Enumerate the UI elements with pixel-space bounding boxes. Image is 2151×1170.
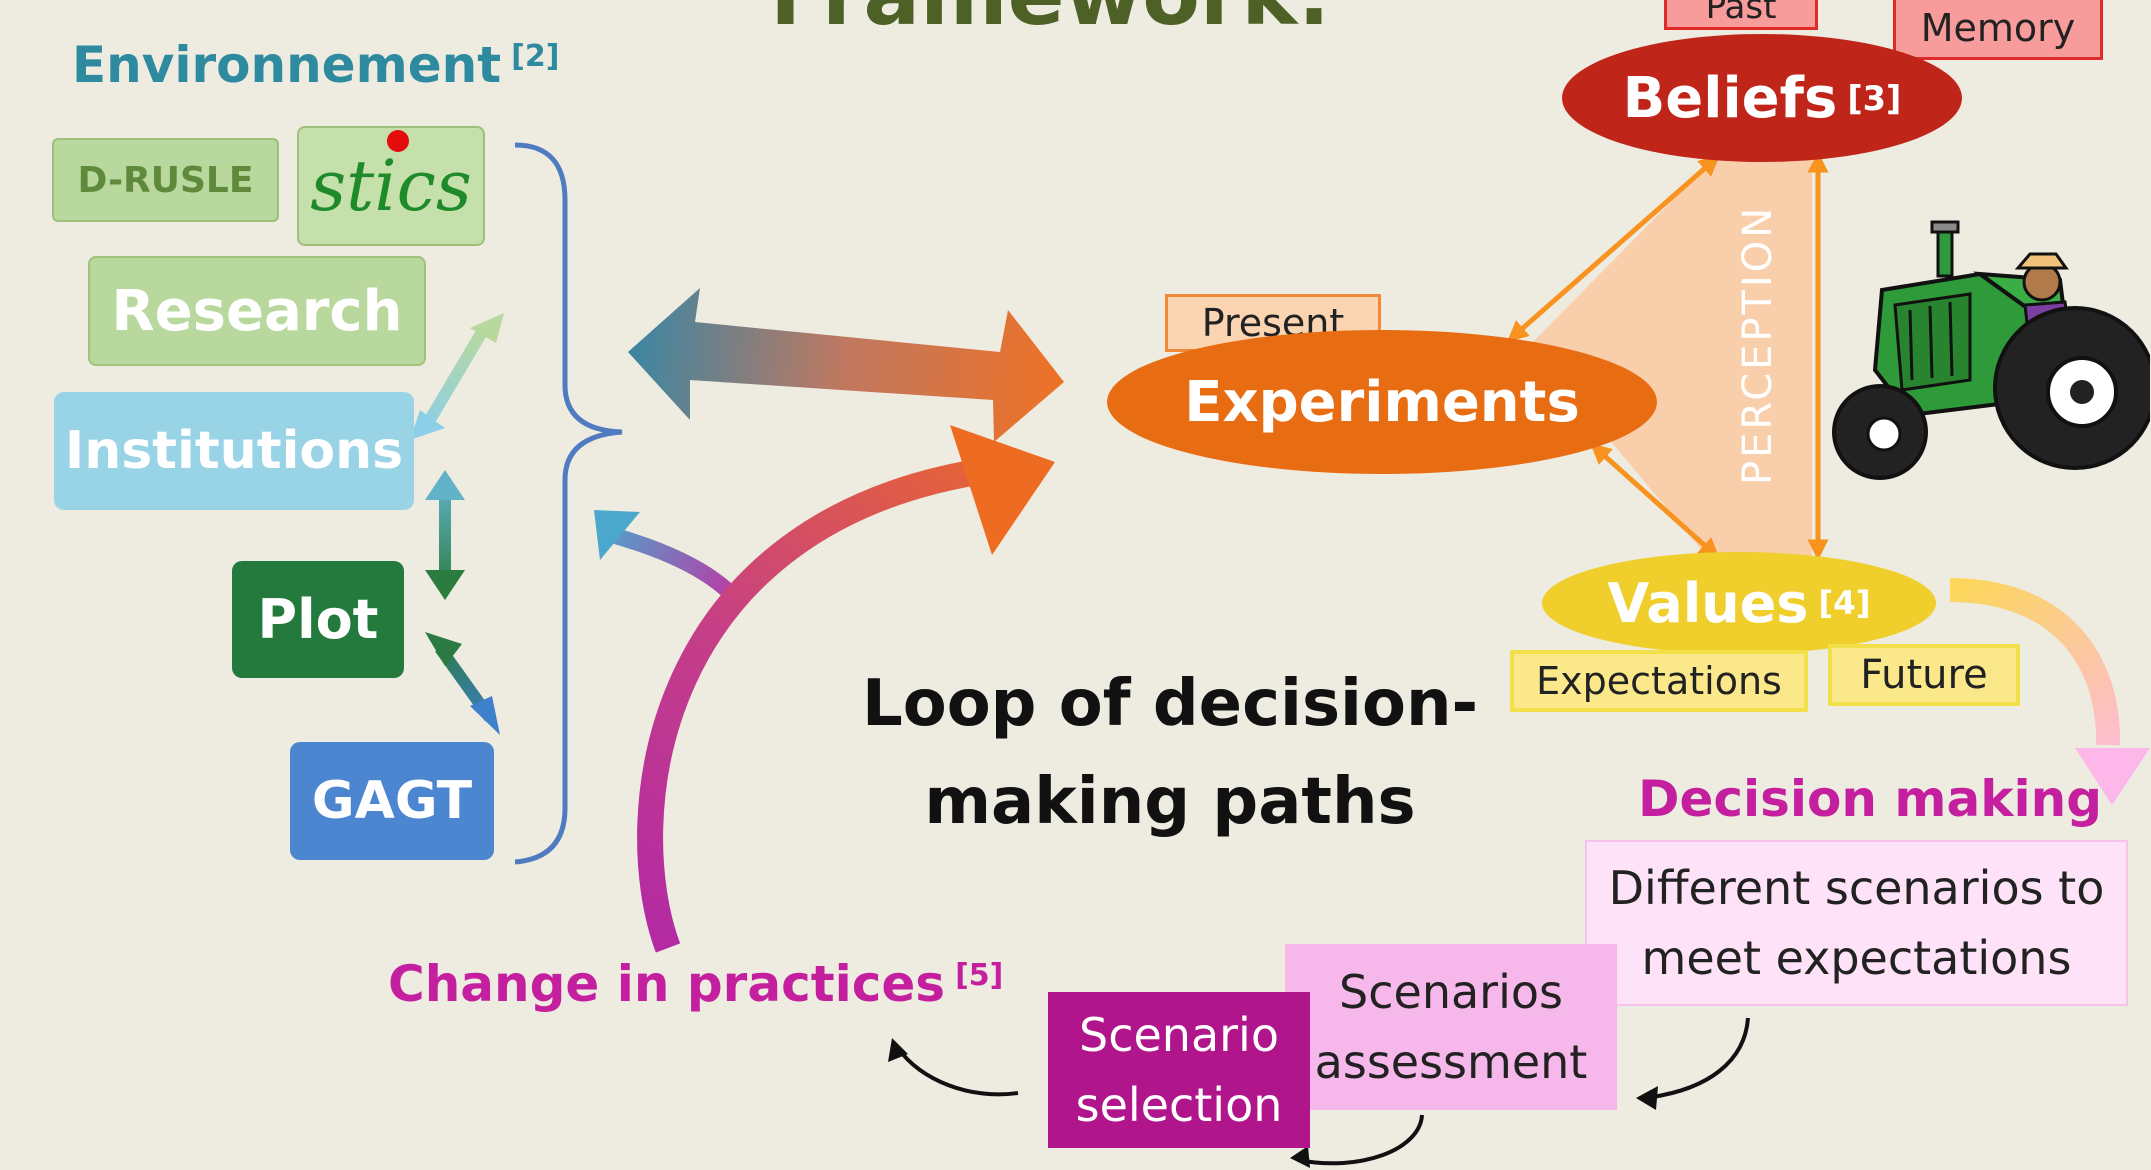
loop-arrows — [896, 1017, 1750, 1166]
institutions-label: Institutions — [64, 421, 404, 481]
gagt-box: GAGT — [290, 742, 494, 860]
values-to-decision-arrow — [1949, 578, 2121, 746]
change-in-practices-label: Change in practices[5] — [388, 955, 1003, 1013]
environment-label-text: Environnement — [72, 36, 502, 94]
values-label: Values — [1607, 571, 1809, 635]
research-box: Research — [88, 256, 426, 366]
assessment-line1: Scenarios — [1339, 965, 1563, 1019]
beliefs-ref: [3] — [1847, 78, 1902, 118]
tractor-farmer-icon — [1832, 220, 2150, 480]
experiments-node: Experiments — [1107, 330, 1657, 474]
decision-scenarios-box: Different scenarios to meet expectations — [1585, 840, 2128, 1006]
page-title-fragment: Framework: — [770, 0, 1450, 50]
feedback-small-arrow — [609, 527, 741, 604]
decision-making-label: Decision making — [1620, 770, 2120, 828]
beliefs-label: Beliefs — [1622, 65, 1838, 131]
selection-line1: Scenario — [1079, 1008, 1279, 1062]
values-node: Values[4] — [1542, 552, 1936, 654]
scenario-selection-box: Scenario selection — [1048, 992, 1310, 1148]
stics-red-dot — [387, 130, 409, 152]
environment-ref: [2] — [511, 38, 560, 74]
research-label: Research — [111, 278, 403, 344]
environment-label: Environnement[2] — [72, 36, 559, 94]
stics-logo-text: stics — [310, 145, 472, 227]
perception-label: PERCEPTION — [1735, 204, 1781, 485]
plot-box: Plot — [232, 561, 404, 678]
beliefs-node: Beliefs[3] — [1562, 34, 1962, 162]
environment-brace — [514, 142, 623, 865]
memory-tag-text: Memory — [1920, 6, 2076, 50]
d-rusle-label: D-RUSLE — [77, 159, 254, 201]
future-tag: Future — [1828, 644, 2020, 706]
change-curve-arrow — [637, 457, 992, 953]
memory-tag: Memory — [1893, 0, 2103, 60]
values-ref: [4] — [1818, 584, 1871, 622]
main-double-arrow — [628, 288, 1064, 442]
decision-making-label-text: Decision making — [1637, 770, 2103, 828]
decision-line2: meet expectations — [1641, 931, 2072, 985]
future-tag-text: Future — [1860, 652, 1988, 698]
expectations-tag: Expectations — [1510, 650, 1808, 712]
past-tag: Past — [1664, 0, 1818, 30]
environment-arrows — [410, 313, 504, 735]
decision-line1: Different scenarios to — [1608, 861, 2105, 915]
plot-label: Plot — [257, 588, 379, 651]
d-rusle-box: D-RUSLE — [52, 138, 279, 222]
loop-title-line2: making paths — [924, 765, 1416, 839]
loop-title: Loop of decision- making paths — [800, 655, 1540, 851]
gagt-label: GAGT — [311, 771, 473, 831]
expectations-tag-text: Expectations — [1536, 659, 1782, 703]
loop-title-line1: Loop of decision- — [861, 667, 1479, 741]
stics-logo: stics — [297, 126, 485, 246]
perception-triangle — [1530, 160, 1812, 560]
selection-line2: selection — [1075, 1078, 1283, 1132]
assessment-line2: assessment — [1314, 1035, 1588, 1089]
perception-arrows — [1507, 151, 1829, 561]
scenarios-assessment-box: Scenarios assessment — [1285, 944, 1617, 1110]
experiments-label: Experiments — [1184, 369, 1580, 435]
past-tag-text: Past — [1705, 0, 1777, 27]
change-in-practices-text: Change in practices — [388, 955, 946, 1013]
loop-arrowheads — [888, 1038, 1658, 1168]
change-ref: [5] — [955, 957, 1004, 993]
institutions-box: Institutions — [54, 392, 414, 510]
